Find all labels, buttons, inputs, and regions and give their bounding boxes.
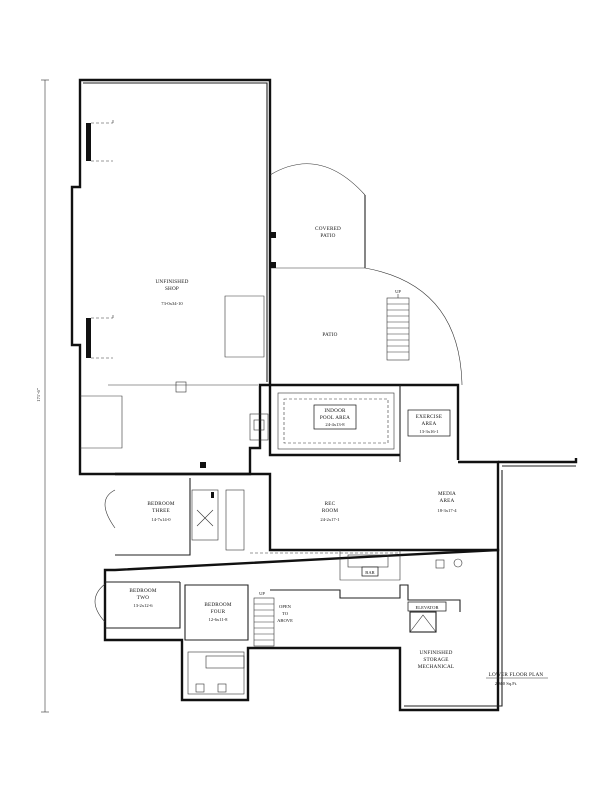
overall-dimension: 171'-6" bbox=[36, 79, 49, 713]
open-to-above-1: OPEN bbox=[279, 604, 292, 609]
bedroom-three-name-2: THREE bbox=[152, 508, 170, 514]
exercise-size: 13-3x16-1 bbox=[419, 429, 439, 434]
elevator-name: ELEVATOR bbox=[415, 605, 439, 610]
patio-stair-up-label: UP bbox=[395, 289, 401, 294]
shop-name-1: UNFINISHED bbox=[155, 279, 188, 285]
rec-name-1: REC bbox=[325, 501, 336, 507]
shop-size: 73-0x34-10 bbox=[161, 301, 183, 306]
storage-name-2: STORAGE bbox=[423, 657, 448, 663]
bedroom-three-size: 14-7x14-0 bbox=[151, 517, 171, 522]
storage-name-1: UNFINISHED bbox=[419, 650, 452, 656]
rec-size: 24-2x17-1 bbox=[320, 517, 340, 522]
patio-area: COVERED PATIO PATIO UP bbox=[269, 163, 463, 386]
covered-patio-name-1: COVERED bbox=[315, 226, 341, 232]
pool-name-2: POOL AREA bbox=[320, 415, 350, 421]
bedroom-four-name-2: FOUR bbox=[211, 609, 226, 615]
rec-name-2: ROOM bbox=[322, 508, 339, 514]
pool-size: 24-4x13-8 bbox=[325, 422, 345, 427]
open-to-above-3: ABOVE bbox=[277, 618, 293, 623]
shop-name-2: SHOP bbox=[165, 286, 179, 292]
patio-name: PATIO bbox=[322, 332, 337, 338]
bar-name: BAR bbox=[365, 570, 375, 575]
plan-title: LOWER FLOOR PLAN 2,360 Sq.Ft. bbox=[486, 672, 548, 687]
plan-title-line2: 2,360 Sq.Ft. bbox=[495, 681, 517, 687]
bedroom-two-name-1: BEDROOM bbox=[129, 588, 157, 594]
exercise-name-1: EXERCISE bbox=[416, 414, 442, 420]
bedroom-two-size: 13-2x12-6 bbox=[133, 603, 153, 608]
media-name-2: AREA bbox=[440, 498, 455, 504]
shop-area: UNFINISHED SHOP 73-0x34-10 bbox=[70, 78, 272, 476]
media-name-1: MEDIA bbox=[438, 491, 456, 497]
plan-title-line1: LOWER FLOOR PLAN bbox=[489, 672, 544, 678]
exercise-name-2: AREA bbox=[422, 421, 437, 427]
bedroom-four-size: 12-6x11-8 bbox=[209, 617, 229, 622]
patio-stair: UP bbox=[386, 289, 410, 361]
covered-patio-name-2: PATIO bbox=[320, 233, 335, 239]
interior-stair-up-label: UP bbox=[259, 591, 265, 596]
pool-exercise-row: INDOOR POOL AREA 24-4x13-8 EXERCISE AREA… bbox=[249, 383, 460, 462]
bedroom-four-name-1: BEDROOM bbox=[204, 602, 232, 608]
storage-name-3: MECHANICAL bbox=[418, 664, 455, 670]
overall-dimension-label: 171'-6" bbox=[36, 388, 41, 402]
bedroom-two-name-2: TWO bbox=[137, 595, 149, 601]
interior-stair: UP bbox=[253, 591, 275, 647]
open-to-above-2: TO bbox=[282, 611, 289, 616]
lower-body: BAR REC ROOM 24-2x17-1 MEDIA AREA 18-3x1… bbox=[94, 458, 578, 712]
media-size: 18-3x17-4 bbox=[437, 508, 457, 513]
bedroom-three-name-1: BEDROOM bbox=[147, 501, 175, 507]
pool-name-1: INDOOR bbox=[324, 408, 346, 414]
